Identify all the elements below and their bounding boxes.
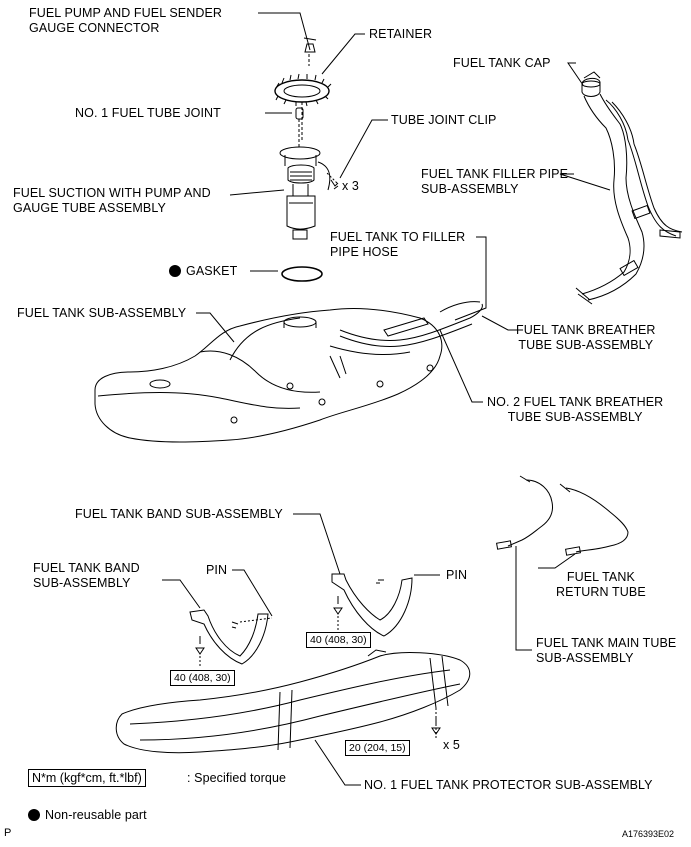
label-no2-breather-tube: NO. 2 FUEL TANK BREATHER TUBE SUB-ASSEMB… <box>487 395 664 424</box>
label-pin-left: PIN <box>206 563 228 577</box>
label-fuel-tube-joint: NO. 1 FUEL TUBE JOINT <box>75 106 221 120</box>
footer-left-mark: P <box>4 827 12 839</box>
leader-lines-bottom <box>162 513 440 786</box>
tube-joint-clip-part <box>325 171 339 190</box>
fuel-pump-connector-part <box>303 37 317 66</box>
fuel-tank-protector-part <box>115 649 471 754</box>
retainer-part <box>274 73 332 140</box>
torque-protector: 20 (204, 15) <box>345 740 410 756</box>
label-retainer: RETAINER <box>369 27 433 41</box>
legend-torque-units: N*m (kgf*cm, ft.*lbf) <box>28 769 146 787</box>
leader-lines-top <box>196 12 611 403</box>
legend-non-reusable: Non-reusable part <box>28 808 147 823</box>
label-filler-pipe: FUEL TANK FILLER PIPE SUB-ASSEMBLY <box>421 167 569 196</box>
label-fuel-tank-sub: FUEL TANK SUB-ASSEMBLY <box>17 306 187 320</box>
fuel-tank-part <box>94 301 483 443</box>
label-band-sub-top: FUEL TANK BAND SUB-ASSEMBLY <box>75 507 283 521</box>
torque-band-left: 40 (408, 30) <box>170 670 235 686</box>
label-main-tube: FUEL TANK MAIN TUBE SUB-ASSEMBLY <box>536 636 677 665</box>
fuel-suction-assembly-part <box>279 146 331 240</box>
fuel-tank-band-right-part <box>331 573 413 637</box>
label-protector: NO. 1 FUEL TANK PROTECTOR SUB-ASSEMBLY <box>364 778 653 792</box>
label-tube-joint-clip: TUBE JOINT CLIP <box>391 113 497 127</box>
non-reusable-dot-icon <box>28 809 40 821</box>
label-band-sub-left: FUEL TANK BAND SUB-ASSEMBLY <box>33 561 140 590</box>
label-fuel-suction: FUEL SUCTION WITH PUMP AND GAUGE TUBE AS… <box>13 186 211 215</box>
fuel-tube-joint-part <box>295 107 304 148</box>
label-gasket: GASKET <box>169 264 237 279</box>
non-reusable-marker <box>169 265 181 277</box>
label-fuel-tank-cap: FUEL TANK CAP <box>453 56 551 70</box>
label-clip-qty: x 3 <box>342 179 359 193</box>
label-return-tube: FUEL TANK RETURN TUBE <box>556 570 646 599</box>
torque-band-right: 40 (408, 30) <box>306 632 371 648</box>
label-fuel-pump-connector: FUEL PUMP AND FUEL SENDER GAUGE CONNECTO… <box>29 6 223 35</box>
label-pin-right: PIN <box>446 568 468 582</box>
gasket-part <box>281 266 323 282</box>
label-breather-tube: FUEL TANK BREATHER TUBE SUB-ASSEMBLY <box>516 323 656 352</box>
label-bolt-qty: x 5 <box>443 738 460 752</box>
fuel-lines-part <box>496 475 629 651</box>
fuel-tank-cap-part <box>581 71 601 97</box>
filler-pipe-part <box>575 93 683 305</box>
legend-torque-desc: : Specified torque <box>187 771 287 785</box>
label-filler-hose: FUEL TANK TO FILLER PIPE HOSE <box>330 230 466 259</box>
figure-id: A176393E02 <box>622 829 675 839</box>
fuel-tank-band-left-part <box>189 609 273 668</box>
